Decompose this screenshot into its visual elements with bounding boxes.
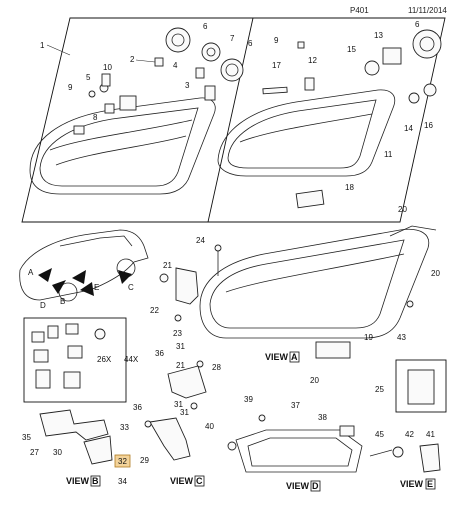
callouts-top: 1 2 3 4 5 6 6 7 8 9 9 10 11 12 13 14 15 …: [40, 20, 433, 192]
view-a-title: VIEW: [265, 352, 289, 362]
view-d-parts: 40 39 37 38 VIEW D: [205, 395, 363, 492]
callout-23: 23: [173, 329, 182, 338]
view-e-letter: E: [427, 479, 433, 489]
view-marker-e: E: [94, 283, 99, 292]
headlamp-left: [29, 97, 216, 195]
callout-42: 42: [405, 430, 414, 439]
quantity-44x: 44X: [124, 355, 139, 364]
page-code: P401: [350, 6, 369, 15]
callout-24: 24: [196, 236, 205, 245]
callout-14: 14: [404, 124, 413, 133]
view-marker-c: C: [128, 283, 134, 292]
callout-45: 45: [375, 430, 384, 439]
callout-43: 43: [397, 333, 406, 342]
view-d-letter: D: [312, 481, 319, 491]
callout-31: 31: [180, 408, 189, 417]
callout-40: 40: [205, 422, 214, 431]
bulb-caps-right: [262, 29, 442, 209]
callout-31: 31: [176, 342, 185, 351]
callout-19: 19: [364, 333, 373, 342]
callout-20: 20: [398, 205, 407, 214]
view-b-title: VIEW: [66, 476, 90, 486]
callout-36: 36: [155, 349, 164, 358]
callouts-main: 20 20 20 21 21 22 23 24 43 19 VIEW A: [150, 205, 440, 385]
callout-20: 20: [431, 269, 440, 278]
view-marker-a: A: [28, 268, 34, 277]
callout-22: 22: [150, 306, 159, 315]
view-c-title: VIEW: [170, 476, 194, 486]
view-e-title: VIEW: [400, 479, 424, 489]
callout-32: 32: [118, 457, 127, 466]
view-marker-d: D: [40, 301, 46, 310]
view-a-letter: A: [291, 352, 298, 362]
callout-8: 8: [93, 113, 98, 122]
callout-33: 33: [120, 423, 129, 432]
view-b-parts: 35 27 30 33 32 34 VIEW B: [22, 409, 131, 487]
date-stamp: 11/11/2014: [408, 6, 447, 15]
module-25: 25: [375, 359, 447, 413]
quantity-26x: 26X: [97, 355, 112, 364]
callout-35: 35: [22, 433, 31, 442]
callout-31: 31: [174, 400, 183, 409]
callout-6: 6: [415, 20, 420, 29]
callout-13: 13: [374, 31, 383, 40]
callout-17: 17: [272, 61, 281, 70]
headlamp-assembly-box: [21, 17, 446, 223]
callout-25: 25: [375, 385, 384, 394]
callout-20: 20: [310, 376, 319, 385]
callout-15: 15: [347, 45, 356, 54]
headlamp-right: [217, 89, 396, 177]
callout-5: 5: [86, 73, 91, 82]
view-d-title: VIEW: [286, 481, 310, 491]
part-32-highlight: [114, 454, 131, 468]
callout-37: 37: [291, 401, 300, 410]
callout-2: 2: [130, 55, 135, 64]
callout-34: 34: [118, 477, 127, 486]
callout-11: 11: [384, 150, 393, 159]
view-markers: A B C D E: [28, 268, 134, 310]
callout-21: 21: [176, 361, 185, 370]
callout-6: 6: [248, 39, 253, 48]
bulb-caps-left: [88, 27, 244, 114]
vehicle-silhouette: [19, 229, 149, 302]
bracket-28-group: 36 31 28 31: [155, 342, 221, 410]
view-marker-b: B: [60, 297, 65, 306]
view-c-letter: C: [196, 476, 203, 486]
callout-6: 6: [203, 22, 208, 31]
mount-bracket: [159, 244, 222, 322]
callout-39: 39: [244, 395, 253, 404]
callout-36: 36: [133, 403, 142, 412]
callout-30: 30: [53, 448, 62, 457]
callout-27: 27: [30, 448, 39, 457]
callout-38: 38: [318, 413, 327, 422]
callout-29: 29: [140, 456, 149, 465]
callout-7: 7: [230, 34, 235, 43]
callout-3: 3: [185, 81, 190, 90]
headlamp-main: [199, 225, 437, 339]
callout-9: 9: [274, 36, 279, 45]
callout-16: 16: [424, 121, 433, 130]
callout-28: 28: [212, 363, 221, 372]
callout-21: 21: [163, 261, 172, 270]
callout-12: 12: [308, 56, 317, 65]
callout-9: 9: [68, 83, 73, 92]
callout-1: 1: [40, 41, 45, 50]
fastener-inset: 26X 44X: [23, 317, 139, 403]
callout-41: 41: [426, 430, 435, 439]
callout-10: 10: [103, 63, 112, 72]
callout-18: 18: [345, 183, 354, 192]
view-c-parts: 36 31 29 VIEW C: [133, 403, 205, 487]
callout-4: 4: [173, 61, 178, 70]
view-e-parts: 45 42 41 VIEW E: [369, 430, 441, 490]
view-b-letter: B: [92, 476, 99, 486]
